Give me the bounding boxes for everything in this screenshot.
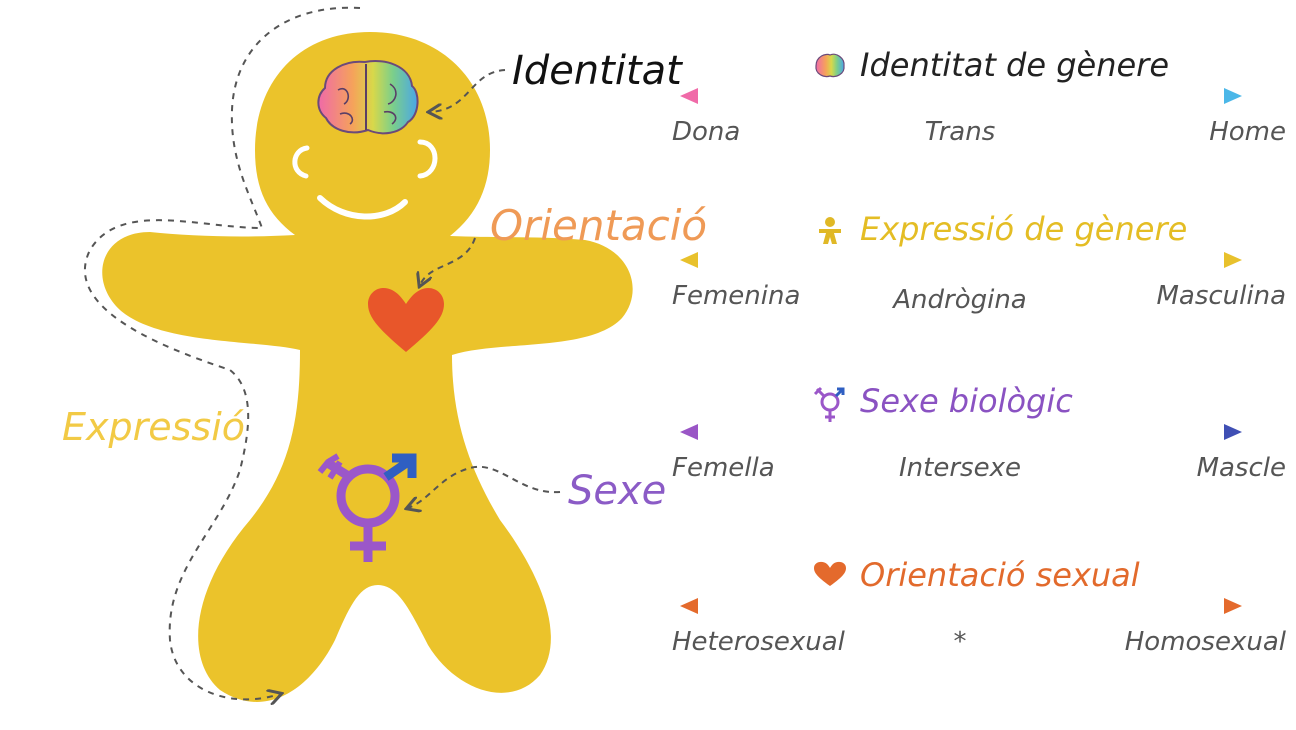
scale-arrow-left	[680, 88, 698, 104]
scale-label-left: Dona	[672, 117, 740, 147]
scale-arrow-right	[1224, 88, 1242, 104]
scale-label-middle: Intersexe	[899, 453, 1021, 483]
scale-arrow-left	[680, 598, 698, 614]
scale-label-right: Mascle	[1197, 453, 1286, 483]
gingerbread-body	[102, 32, 632, 702]
scale-label-right: Homosexual	[1125, 627, 1287, 657]
scale-title: Orientació sexual	[860, 556, 1140, 594]
icon-arrow	[836, 389, 843, 396]
gingerbread-person-icon	[819, 217, 841, 244]
expression-label: Expressió	[62, 405, 245, 449]
scale-arrow-right	[1224, 598, 1242, 614]
gingerbread-figure	[102, 32, 632, 702]
brain-icon	[318, 61, 417, 133]
scale-arrow-left	[680, 252, 698, 268]
sex-label: Sexe	[568, 468, 666, 514]
identity-label: Identitat	[512, 48, 683, 94]
brain-icon	[816, 54, 844, 76]
scale-label-left: Heterosexual	[672, 627, 846, 657]
scale-label-right: Masculina	[1156, 281, 1286, 311]
scale-title: Sexe biològic	[860, 382, 1073, 420]
scale-label-middle: Andrògina	[891, 285, 1027, 315]
scale-title: Identitat de gènere	[860, 46, 1169, 84]
icon-cross	[825, 410, 835, 422]
heart-icon	[814, 562, 846, 586]
icon-ring	[822, 394, 838, 410]
scale-label-middle: Trans	[925, 117, 996, 147]
scale-label-left: Femella	[672, 453, 775, 483]
icon-head	[825, 217, 835, 227]
scale-arrow-right	[1224, 252, 1242, 268]
scale-label-left: Femenina	[672, 281, 800, 311]
intersex-symbol-icon	[815, 388, 843, 422]
icon-strike	[815, 388, 824, 396]
scale-label-middle: *	[954, 627, 967, 657]
scale-label-right: Home	[1209, 117, 1286, 147]
icon-body	[819, 229, 841, 244]
scale-arrow-right	[1224, 424, 1242, 440]
scale-title: Expressió de gènere	[860, 210, 1187, 248]
orientation-label: Orientació	[490, 201, 707, 250]
scale-arrow-left	[680, 424, 698, 440]
